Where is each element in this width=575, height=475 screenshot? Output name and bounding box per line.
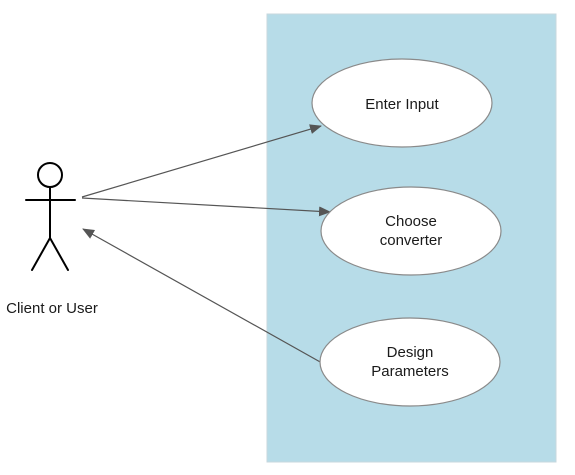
usecase-design-parameters-shape[interactable] <box>319 317 501 407</box>
connector-actor-to-choose-converter[interactable] <box>81 197 331 217</box>
actor-left-leg <box>31 237 51 271</box>
actor-client-or-user[interactable]: Client or User <box>6 162 98 317</box>
connectors-group <box>81 124 331 364</box>
usecase-enter-input[interactable]: Enter Input <box>311 58 493 148</box>
connector-design-parameters-to-actor[interactable] <box>82 228 323 364</box>
usecase-design-parameters-label-line2: Parameters <box>371 363 449 380</box>
actor-label: Client or User <box>6 300 98 317</box>
actor-head <box>37 162 63 188</box>
actor-right-leg <box>49 237 69 271</box>
stick-figure-icon <box>25 162 76 271</box>
connector-actor-to-enter-input[interactable] <box>81 124 322 198</box>
usecase-choose-converter[interactable]: Choose converter <box>320 186 502 276</box>
usecase-enter-input-shape[interactable] <box>311 58 493 148</box>
usecase-design-parameters-label-line1: Design <box>387 344 434 361</box>
usecase-design-parameters[interactable]: Design Parameters <box>319 317 501 407</box>
usecase-enter-input-label: Enter Input <box>365 96 439 113</box>
usecase-choose-converter-shape[interactable] <box>320 186 502 276</box>
usecase-choose-converter-label-line1: Choose <box>385 213 437 230</box>
usecase-choose-converter-label-line2: converter <box>380 232 443 249</box>
